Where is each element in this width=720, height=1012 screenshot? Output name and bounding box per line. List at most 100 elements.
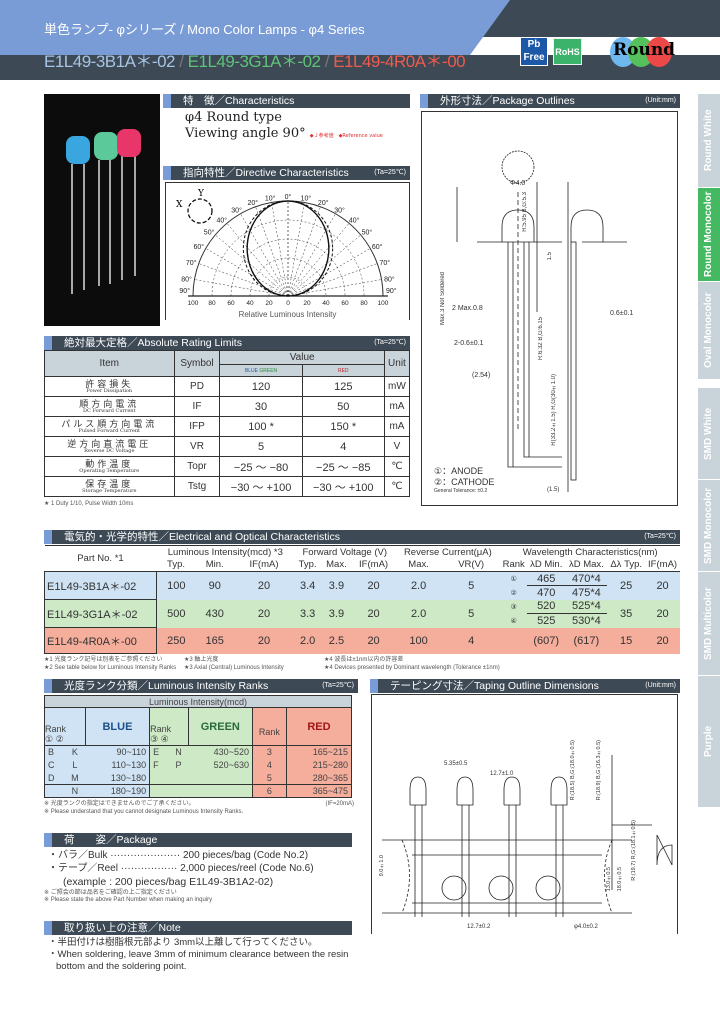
group-header: Forward Voltage (V)	[294, 545, 396, 559]
package-outline-drawing: Φ4.0 Max.3 Not Soldered R:5.95 B,G:5.3 2…	[421, 111, 678, 506]
angle-label: 10°	[265, 195, 276, 203]
rank-cell: 215~280	[286, 758, 352, 772]
cell-value: 20	[367, 607, 380, 620]
sidebar-tab-purple[interactable]: Purple	[698, 676, 720, 808]
dim-lead-width: 0.6±0.1	[610, 310, 634, 317]
wl-min: (607)	[533, 634, 560, 647]
angle-label: 80°	[384, 276, 395, 284]
symbol: IFP	[173, 416, 221, 437]
rank-cell	[188, 784, 253, 798]
sidebar-tab-round-monocolor[interactable]: Round Monocolor	[698, 188, 720, 282]
sidebar-tab-oval-monocolor[interactable]: Oval Monocolor	[698, 282, 720, 380]
rank-cell: B	[44, 745, 65, 759]
tick-label: 20	[303, 300, 311, 307]
feature-angle: Viewing angle 90°	[185, 126, 306, 141]
wl-min: 465	[526, 571, 566, 586]
electrical-notes: ★1 光度ランク記号は別表をご参照ください★3 軸上光度★4 波長は±1nm以内…	[44, 656, 680, 672]
part-number: E1L49-3G1A＊-02	[187, 52, 321, 71]
tick-label: 60	[227, 300, 235, 307]
rohs-badge: RoHS	[553, 38, 582, 65]
tick-label: 100	[378, 300, 389, 307]
tick-label: 80	[208, 300, 216, 307]
cell-value: 165	[205, 634, 224, 647]
delta-lambda: 15	[620, 634, 633, 647]
tape-dim-5: R:(19.7) R,G:(18.1±0.5)	[631, 820, 637, 881]
x-label: X	[176, 200, 183, 210]
rank-cell: 90~110	[85, 745, 151, 759]
cell-value: 3.9	[328, 607, 345, 620]
rank-cell: 110~130	[85, 758, 151, 772]
wl-max: (617)	[573, 634, 600, 647]
tape-dim-2: 12.7±1.0	[490, 771, 514, 777]
value-blue-green: 120	[219, 376, 303, 397]
package-block: ・バラ／Bulk ····················· 200 piece…	[44, 849, 352, 904]
symbol: Tstg	[173, 476, 221, 497]
cell-value: 2.0	[299, 634, 316, 647]
tape-dim-9: 12.7±0.2	[467, 924, 491, 930]
tick-label: 100	[188, 300, 199, 307]
part-no: E1L49-3G1A＊-02	[44, 599, 157, 628]
part-no: E1L49-3B1A＊-02	[44, 571, 157, 600]
footnote: ★1 光度ランク記号は別表をご参照ください	[44, 657, 163, 663]
col-value: Value	[219, 350, 385, 365]
if-value: 20	[656, 579, 669, 592]
sub-header: Max.	[395, 558, 442, 572]
angle-label: 10°	[301, 195, 312, 203]
dim-1-5: 1.5	[547, 252, 553, 261]
cell-value: 100	[167, 579, 186, 592]
angle-label: 40°	[349, 216, 360, 224]
part-numbers: E1L49-3B1A＊-02 / E1L49-3G1A＊-02 / E1L49-…	[44, 47, 466, 72]
tape-dim-10: φ4.0±0.2	[574, 924, 598, 930]
value-blue-green: −30 ～ +100	[219, 476, 303, 497]
sidebar-tab-smd-white[interactable]: SMD White	[698, 388, 720, 480]
footnote: ★2 See table below for Luminous Intensit…	[44, 665, 177, 671]
sub-header: λD Min.	[526, 558, 566, 572]
sub-header: IF(mA)	[351, 558, 396, 572]
rank-cell: 3	[252, 745, 287, 759]
tape-dim-6: 9.0±1.0	[379, 855, 385, 877]
unit: mA	[383, 396, 411, 417]
rank-cell: M	[64, 771, 86, 785]
tick-label: 40	[322, 300, 330, 307]
rank-cell: 6	[252, 784, 287, 798]
angle-label: 80°	[181, 276, 192, 284]
rank-cell: N	[168, 745, 189, 759]
rank-cell: 430~520	[188, 745, 253, 759]
angle-label: 60°	[194, 243, 205, 251]
sub-header: IF(mA)	[233, 558, 295, 572]
ranks-notes: ※ 光度ランクの指定はできませんのでご了承ください。(IF=20mA) ※ Pl…	[44, 801, 354, 815]
sidebar-tab-smd-multicolor[interactable]: SMD Multicolor	[698, 572, 720, 676]
tick-label: 60	[341, 300, 349, 307]
group-header: Wavelength Characteristics(nm)	[500, 545, 680, 559]
rank-cell: 180~190	[85, 784, 151, 798]
rank-cell: 4	[252, 758, 287, 772]
col-unit: Unit	[383, 350, 411, 377]
part-number: E1L49-3B1A＊-02	[44, 52, 175, 71]
sidebar-tab-smd-monocolor[interactable]: SMD Monocolor	[698, 480, 720, 572]
sub-header: Typ.	[156, 558, 196, 572]
sub-header: Max.	[321, 558, 352, 572]
sidebar-tab-round-white[interactable]: Round White	[698, 94, 720, 188]
unit: ℃	[383, 456, 411, 477]
cell-value: 2.5	[328, 634, 345, 647]
rank: ④	[510, 617, 517, 625]
rank-cell	[168, 771, 189, 785]
col-symbol: Symbol	[173, 350, 221, 377]
y-label: Y	[197, 189, 205, 199]
tick-label: 40	[246, 300, 254, 307]
value-blue-green: −25 ～ −80	[219, 456, 303, 477]
orientation-icon	[187, 198, 213, 224]
cell-value: 20	[257, 579, 271, 592]
dim-lead: 2-0.6±0.1	[454, 340, 484, 347]
wl-max: 475*4	[571, 586, 601, 599]
unit: mW	[383, 376, 411, 397]
